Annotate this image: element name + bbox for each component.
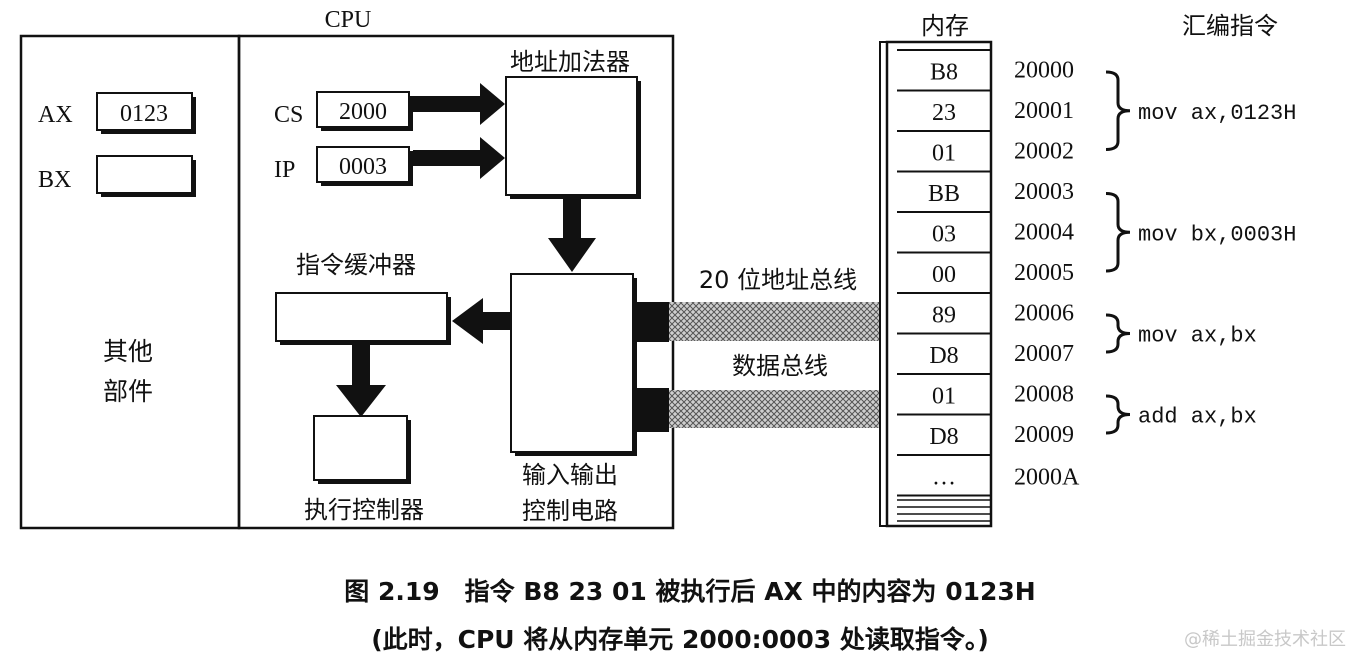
address-bus-connector [635, 302, 669, 342]
assembly-title: 汇编指令 [1182, 12, 1278, 40]
instruction-brace [1105, 70, 1131, 151]
ip-register-value: 0003 [339, 154, 387, 180]
cs-register-label: CS [274, 102, 303, 128]
memory-address: 2000A [1014, 464, 1080, 490]
ip-to-adder-arrow [413, 137, 505, 179]
io-control-box [510, 273, 634, 453]
memory-address: 20002 [1014, 138, 1074, 164]
memory-address: 20000 [1014, 57, 1074, 83]
watermark-text: @稀土掘金技术社区 [1184, 629, 1346, 650]
address-bus-label: 20 位地址总线 [699, 266, 857, 294]
caption-line2: (此时，CPU 将从内存单元 2000:0003 处读取指令。) [371, 625, 989, 654]
assembly-instruction: mov ax,bx [1138, 324, 1257, 349]
cpu-title: CPU [325, 7, 372, 33]
memory-addresses: 20000 20001 20002 20003 20004 20005 20006 20007… [1014, 57, 1080, 490]
data-bus-connector [635, 388, 669, 432]
memory-address: 20005 [1014, 260, 1074, 286]
ax-register-box [96, 92, 193, 131]
instruction-brace [1105, 394, 1131, 435]
memory-title: 内存 [921, 12, 969, 40]
io-control-label-line2: 控制电路 [522, 497, 618, 525]
other-parts-label-line1: 其他 [103, 337, 153, 366]
ax-register-value: 0123 [120, 101, 168, 127]
ax-register-label: AX [38, 102, 73, 128]
memory-address: 20008 [1014, 381, 1074, 407]
adder-to-io-arrow [548, 199, 596, 272]
assembly-group: mov ax,0123H mov bx,0003H mov ax,bx add ax,… [1105, 70, 1296, 435]
cs-to-adder-arrow [413, 83, 505, 125]
ip-register-label: IP [274, 157, 295, 183]
memory-cell-value: 89 [932, 302, 956, 328]
memory-cell-value: D8 [929, 343, 958, 369]
memory-cell-value: 01 [932, 140, 956, 166]
memory-cells: B82301BB030089D801D8… [897, 49, 991, 497]
ip-register-box [316, 146, 410, 183]
memory-cell-value: … [932, 464, 956, 490]
assembly-instruction: add ax,bx [1138, 405, 1257, 430]
memory-cell-value: D8 [929, 424, 958, 450]
instruction-brace [1105, 192, 1131, 273]
other-parts-label-line2: 部件 [103, 377, 153, 406]
memory-address: 20007 [1014, 341, 1074, 367]
memory-cell-value: 01 [932, 383, 956, 409]
memory-address: 20009 [1014, 422, 1074, 448]
caption-line1: 图 2.19 指令 B8 23 01 被执行后 AX 中的内容为 0123H [344, 577, 1035, 606]
memory-cell-value: BB [928, 181, 960, 207]
memory-cell-value: 03 [932, 221, 956, 247]
cs-register-box [316, 91, 410, 128]
memory-address: 20006 [1014, 300, 1074, 326]
bx-register-label: BX [38, 167, 71, 193]
bx-register-box [96, 155, 193, 194]
memory-column [885, 40, 993, 528]
data-bus [669, 390, 881, 428]
memory-cell-value: 23 [932, 100, 956, 126]
execution-control-label: 执行控制器 [304, 496, 424, 524]
memory-cell-value: B8 [930, 59, 958, 85]
address-adder-label: 地址加法器 [510, 48, 630, 76]
io-control-label-line1: 输入输出 [522, 461, 618, 489]
memory-cell-value: 00 [932, 262, 956, 288]
instruction-brace [1105, 313, 1131, 354]
assembly-instruction: mov ax,0123H [1138, 101, 1296, 126]
assembly-instruction: mov bx,0003H [1138, 222, 1296, 247]
instruction-buffer-label: 指令缓冲器 [296, 251, 416, 279]
io-to-buffer-arrow [452, 298, 511, 344]
data-bus-label: 数据总线 [732, 352, 828, 380]
address-adder-box [505, 76, 638, 196]
memory-address: 20004 [1014, 219, 1074, 245]
cs-register-value: 2000 [339, 99, 387, 125]
cpu-frame [237, 34, 675, 530]
memory-address: 20003 [1014, 179, 1074, 205]
instruction-buffer-box [275, 292, 448, 342]
memory-end-hatch [897, 499, 991, 522]
memory-address: 20001 [1014, 98, 1074, 124]
buffer-to-exec-arrow [336, 345, 386, 417]
address-bus [669, 302, 881, 341]
execution-control-box [313, 415, 408, 481]
